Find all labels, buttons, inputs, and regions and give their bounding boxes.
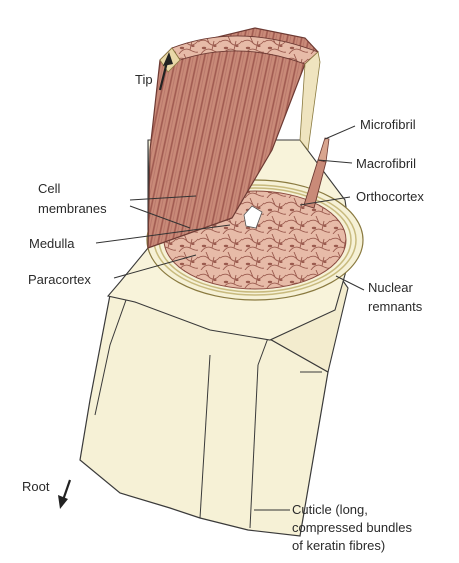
label-nuclear-1: Nuclear xyxy=(368,280,413,295)
leader-microfibril xyxy=(325,126,355,139)
label-tip: Tip xyxy=(135,72,153,87)
label-nuclear-2: remnants xyxy=(368,299,423,314)
root-arrow xyxy=(58,480,70,509)
label-macrofibril: Macrofibril xyxy=(356,156,416,171)
label-cuticle-3: of keratin fibres) xyxy=(292,538,385,553)
label-root: Root xyxy=(22,479,50,494)
label-orthocortex: Orthocortex xyxy=(356,189,424,204)
label-cuticle-2: compressed bundles xyxy=(292,520,412,535)
label-cell-membranes-2: membranes xyxy=(38,201,107,216)
label-paracortex: Paracortex xyxy=(28,272,91,287)
label-cuticle-1: Cuticle (long, xyxy=(292,502,368,517)
label-medulla: Medulla xyxy=(29,236,75,251)
label-microfibril: Microfibril xyxy=(360,117,416,132)
label-cell-membranes-1: Cell xyxy=(38,181,61,196)
